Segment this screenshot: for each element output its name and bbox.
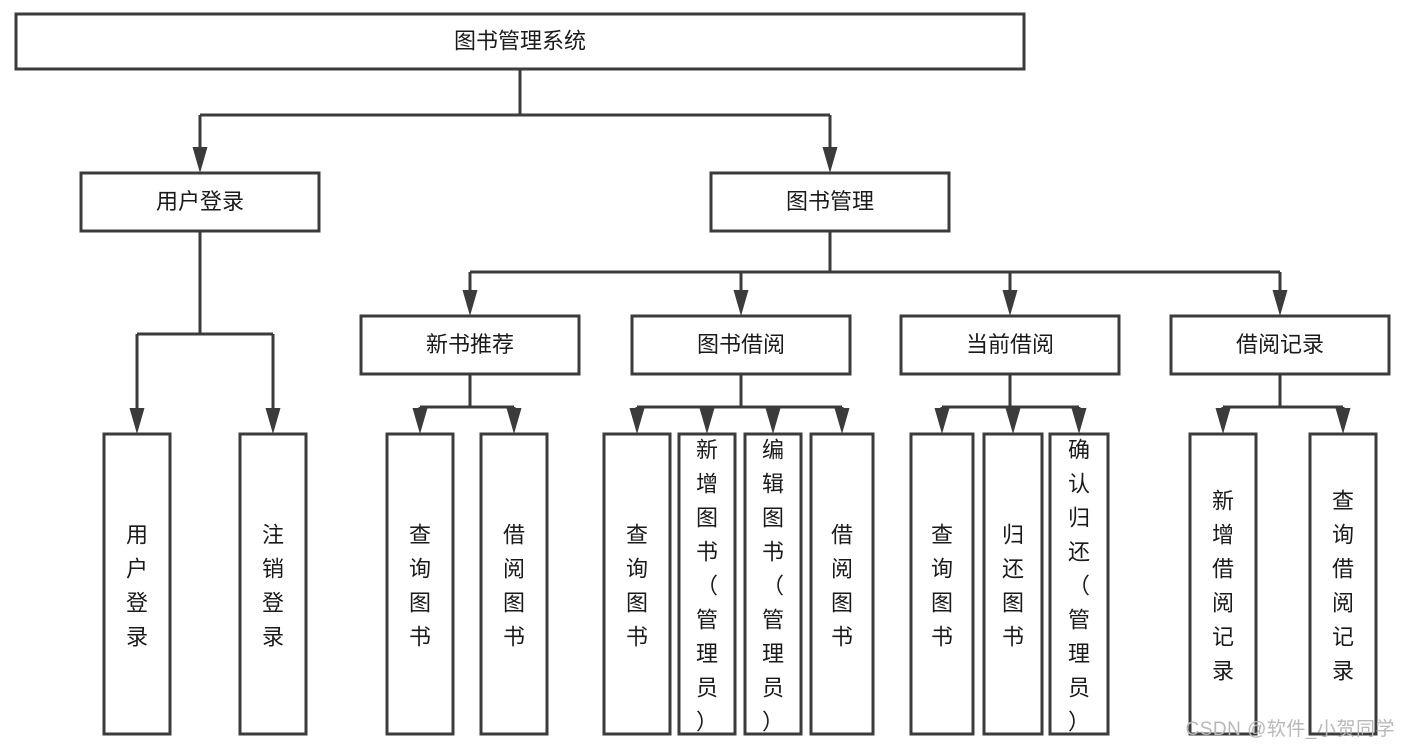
arrow-head-icon — [265, 408, 281, 434]
node-box — [899, 314, 1121, 376]
node-label: 图书借阅 — [697, 332, 785, 357]
connector-group-n-record — [1215, 374, 1351, 434]
connector-group-n-bookmgmt — [462, 231, 1288, 316]
node-root[interactable]: 图书管理系统 — [14, 12, 1026, 71]
arrow-head-icon — [129, 408, 145, 434]
node-l-confirmreturn[interactable]: 确认归还（管理员） — [1048, 432, 1110, 736]
node-box — [1188, 432, 1258, 736]
node-label: 当前借阅 — [966, 332, 1054, 357]
node-n-login[interactable]: 用户登录 — [79, 171, 321, 233]
node-box — [79, 171, 321, 233]
node-label: 查询图书 — [931, 523, 953, 650]
node-l-queryrecord[interactable]: 查询借阅记录 — [1308, 432, 1378, 736]
connector-layer — [129, 69, 1351, 434]
connector-group-n-newbook — [412, 374, 522, 434]
connector-group-n-current — [934, 374, 1087, 434]
node-n-newbook[interactable]: 新书推荐 — [359, 314, 581, 376]
node-l-borrowbook2[interactable]: 借阅图书 — [809, 432, 875, 736]
node-label: 确认归还（管理员） — [1068, 438, 1090, 735]
node-l-userlogin[interactable]: 用户登录 — [102, 432, 172, 736]
node-l-editbook[interactable]: 编辑图书（管理员） — [743, 432, 803, 736]
node-label: 新增图书（管理员） — [696, 438, 718, 735]
node-label: 借阅图书 — [831, 523, 853, 650]
node-label: 查询图书 — [626, 523, 648, 650]
arrow-head-icon — [765, 408, 781, 434]
node-l-addbook[interactable]: 新增图书（管理员） — [677, 432, 737, 736]
node-box — [909, 432, 975, 736]
node-box — [1308, 432, 1378, 736]
node-label: 用户登录 — [156, 189, 244, 214]
arrow-head-icon — [1215, 408, 1231, 434]
node-box — [102, 432, 172, 736]
arrow-head-icon — [462, 290, 478, 316]
arrow-head-icon — [934, 408, 950, 434]
node-label: 注销登录 — [262, 523, 284, 650]
node-box — [479, 432, 549, 736]
node-label: 查询借阅记录 — [1332, 489, 1354, 684]
node-box — [602, 432, 672, 736]
node-label: 图书管理系统 — [454, 28, 586, 53]
connector-group-n-login — [129, 231, 281, 434]
node-box — [677, 432, 737, 736]
node-n-record[interactable]: 借阅记录 — [1169, 314, 1391, 376]
node-label: 查询图书 — [409, 523, 431, 650]
node-l-querybook3[interactable]: 查询图书 — [909, 432, 975, 736]
arrow-head-icon — [1272, 290, 1288, 316]
connector-group-root — [192, 69, 838, 173]
node-box — [809, 432, 875, 736]
node-l-addrecord[interactable]: 新增借阅记录 — [1188, 432, 1258, 736]
node-label: 新书推荐 — [426, 332, 514, 357]
node-label: 图书管理 — [786, 189, 874, 214]
node-box — [982, 432, 1044, 736]
node-n-bookmgmt[interactable]: 图书管理 — [709, 171, 951, 233]
arrow-head-icon — [834, 408, 850, 434]
connector-group-n-borrow — [629, 374, 850, 434]
node-label: 借阅图书 — [503, 523, 525, 650]
node-box — [630, 314, 852, 376]
node-box — [1048, 432, 1110, 736]
arrow-head-icon — [629, 408, 645, 434]
node-n-borrow[interactable]: 图书借阅 — [630, 314, 852, 376]
arrow-head-icon — [1005, 408, 1021, 434]
node-box — [14, 12, 1026, 71]
node-label: 借阅记录 — [1236, 332, 1324, 357]
node-box — [385, 432, 455, 736]
node-box — [359, 314, 581, 376]
arrow-head-icon — [412, 408, 428, 434]
node-box — [709, 171, 951, 233]
arrow-head-icon — [733, 290, 749, 316]
node-l-returnbook[interactable]: 归还图书 — [982, 432, 1044, 736]
node-label: 归还图书 — [1002, 523, 1024, 650]
node-label: 编辑图书（管理员） — [762, 438, 784, 735]
arrow-head-icon — [1335, 408, 1351, 434]
arrow-head-icon — [1002, 290, 1018, 316]
node-l-borrowbook1[interactable]: 借阅图书 — [479, 432, 549, 736]
node-l-querybook2[interactable]: 查询图书 — [602, 432, 672, 736]
arrow-head-icon — [1071, 408, 1087, 434]
arrow-head-icon — [822, 147, 838, 173]
node-box — [743, 432, 803, 736]
node-box — [1169, 314, 1391, 376]
node-l-querybook1[interactable]: 查询图书 — [385, 432, 455, 736]
node-l-logout[interactable]: 注销登录 — [238, 432, 308, 736]
node-box — [238, 432, 308, 736]
arrow-head-icon — [506, 408, 522, 434]
node-n-current[interactable]: 当前借阅 — [899, 314, 1121, 376]
arrow-head-icon — [192, 147, 208, 173]
arrow-head-icon — [699, 408, 715, 434]
watermark-text: CSDN @软件_小贺同学 — [1185, 719, 1395, 740]
node-layer: 图书管理系统用户登录图书管理新书推荐图书借阅当前借阅借阅记录用户登录注销登录查询… — [14, 12, 1391, 736]
node-label: 新增借阅记录 — [1212, 489, 1234, 684]
node-label: 用户登录 — [126, 523, 148, 650]
